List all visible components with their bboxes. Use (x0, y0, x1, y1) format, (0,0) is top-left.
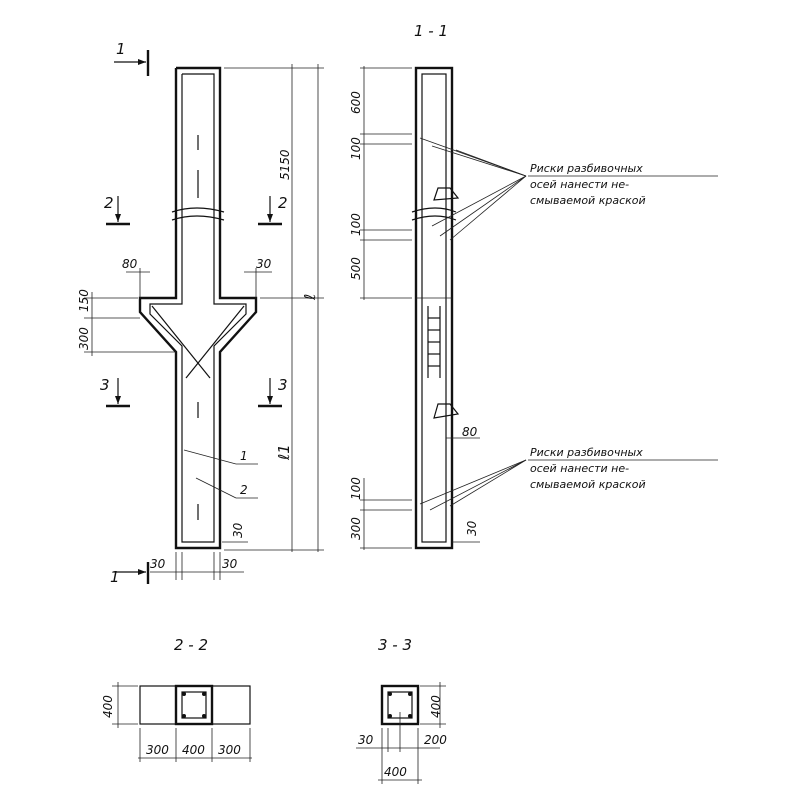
dim-100: 100 (349, 137, 363, 160)
dim-400: 400 (429, 695, 443, 718)
leader-label: 2 (240, 483, 248, 497)
note-line: смываемой краской (530, 478, 646, 491)
lifting-loop (433, 403, 460, 419)
dim-100: 100 (349, 477, 363, 500)
marker-label: 2 (104, 194, 114, 212)
section-marker-3-left: 3 (100, 376, 130, 408)
note-bottom: Риски разбивочных осей нанести не- смыва… (528, 446, 718, 491)
column-side-outline (414, 66, 454, 550)
section-1-1: 1 - 1 600 100 100 500 100 300 (349, 22, 718, 550)
dim-300: 300 (349, 517, 363, 540)
marker-label: 2 (278, 194, 288, 212)
dim-80: 80 (462, 425, 478, 439)
lifting-loop (433, 187, 460, 201)
column-side-inner (421, 73, 447, 543)
dim-5150: 5150 (278, 149, 292, 180)
marker-label: 1 (116, 40, 126, 58)
bracket-brace-2 (185, 305, 245, 379)
dim-30: 30 (465, 520, 479, 536)
dim-300: 300 (146, 743, 169, 757)
marker-label: 3 (278, 376, 288, 394)
section-marker-1-top: 1 (114, 40, 150, 76)
dim-l: ℓ (301, 294, 319, 301)
dim-30: 30 (150, 557, 166, 571)
leader-2: 2 (195, 477, 258, 499)
dim-400: 400 (384, 765, 407, 779)
section-marker-2-right: 2 (258, 194, 288, 226)
leader-label: 1 (240, 449, 248, 463)
dim-400: 400 (182, 743, 205, 757)
note-leaders-top (419, 137, 527, 241)
section-title: 2 - 2 (174, 636, 208, 654)
leader-1: 1 (183, 449, 258, 465)
note-leaders-bottom (419, 459, 527, 511)
dim-300: 300 (77, 327, 91, 350)
section-3-3: 3 - 3 400 30 200 400 (356, 636, 447, 784)
marker-label: 1 (110, 568, 120, 586)
dim-600: 600 (349, 91, 363, 114)
note-line: смываемой краской (530, 194, 646, 207)
rebar-inner (149, 73, 247, 543)
dim-30: 30 (231, 522, 245, 538)
section-marker-2-left: 2 (104, 194, 130, 226)
dim-l1: ℓ1 (275, 444, 293, 461)
marker-label: 3 (100, 376, 110, 394)
dim-500: 500 (349, 257, 363, 280)
dimension-length: 5150 ℓ ℓ1 (224, 64, 324, 552)
note-line: Риски разбивочных (530, 446, 643, 459)
dim-80: 80 (122, 257, 138, 271)
dim-30: 30 (222, 557, 238, 571)
note-line: осей нанести не- (530, 462, 629, 475)
section-2-2: 2 - 2 400 300 400 300 (101, 636, 252, 762)
dim-100: 100 (349, 213, 363, 236)
dimension-bracket: 80 30 150 300 (77, 257, 272, 356)
note-top: Риски разбивочных осей нанести не- смыва… (528, 162, 718, 207)
dim-300: 300 (218, 743, 241, 757)
section-marker-3-right: 3 (258, 376, 288, 408)
section-marker-1-bottom: 1 (110, 562, 150, 586)
dim-30: 30 (256, 257, 272, 271)
bracket-brace-1 (151, 305, 211, 379)
note-line: осей нанести не- (530, 178, 629, 191)
break-symbol (411, 207, 457, 221)
front-view: 1 1 2 2 3 (77, 40, 324, 586)
note-line: Риски разбивочных (530, 162, 643, 175)
dim-30: 30 (358, 733, 374, 747)
dim-200: 200 (424, 733, 447, 747)
dim-400: 400 (101, 695, 115, 718)
break-symbol (171, 207, 225, 221)
section-title: 1 - 1 (414, 22, 448, 40)
core-section (174, 684, 214, 726)
dim-150: 150 (77, 289, 91, 312)
dimension-bottom: 30 30 30 (150, 522, 248, 580)
section-title: 3 - 3 (378, 636, 412, 654)
